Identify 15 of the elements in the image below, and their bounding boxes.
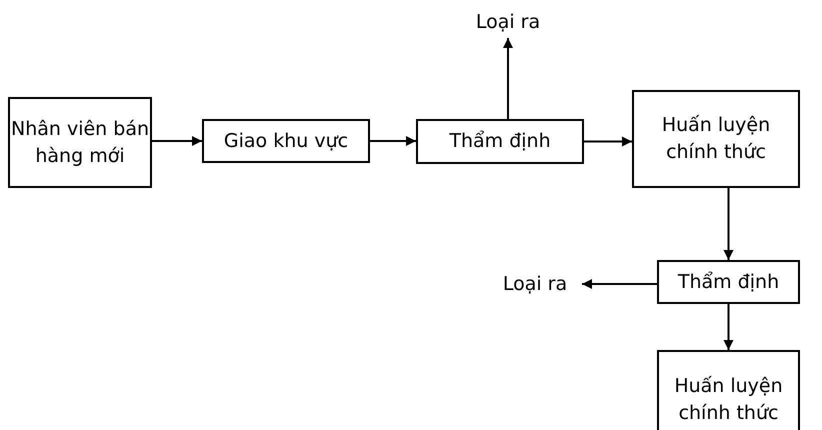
process-box: Nhân viên bán hàng mới [8,97,152,188]
arrow [503,38,513,119]
arrow [724,188,734,260]
outcome-label: Loại ra [502,272,568,297]
process-box: Huấn luyện chính thức [632,90,800,188]
arrow [370,136,416,146]
arrow [152,136,202,146]
process-box: Thẩm định [416,119,584,164]
process-box: Thẩm định [657,260,800,304]
outcome-label: Loại ra [476,10,540,35]
arrow [724,304,734,350]
arrow [584,136,632,146]
process-box: Huấn luyện chính thức [657,350,800,430]
arrow [582,279,657,289]
process-box: Giao khu vực [202,119,370,163]
